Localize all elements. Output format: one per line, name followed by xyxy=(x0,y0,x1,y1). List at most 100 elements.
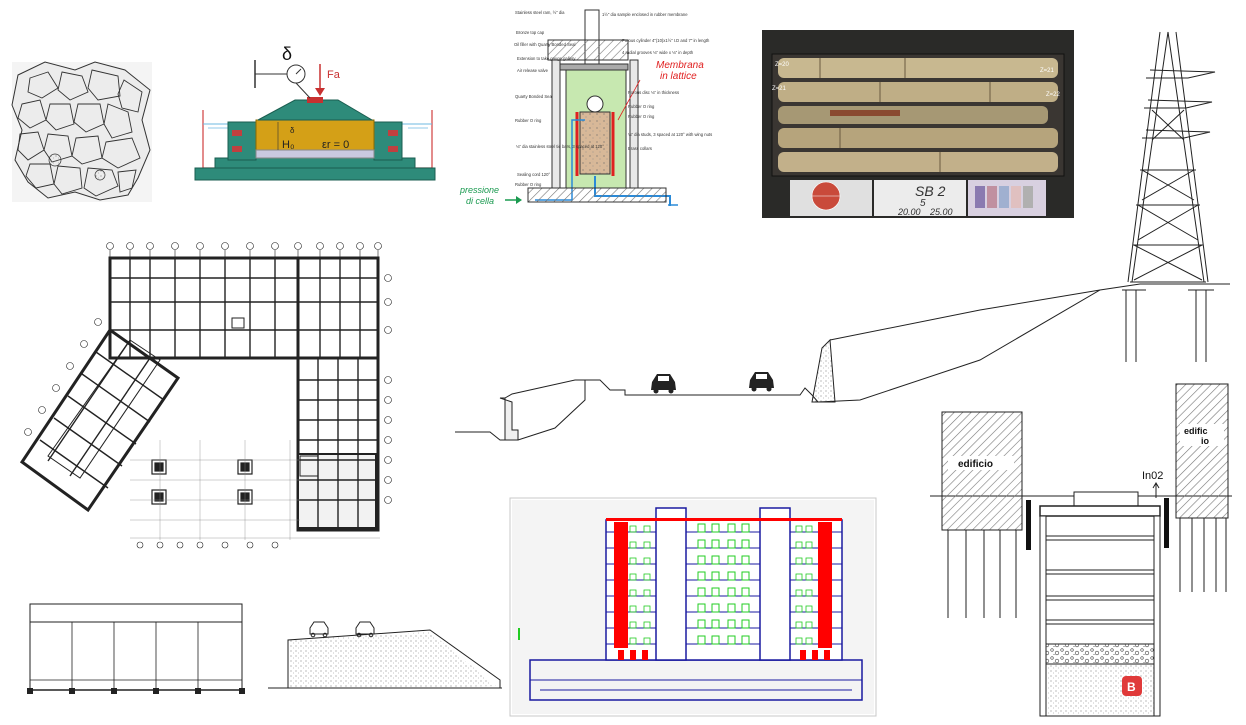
force-label: Fa xyxy=(327,69,341,81)
grid-bubble xyxy=(80,340,88,348)
window xyxy=(805,557,813,565)
grid-bubble xyxy=(384,274,392,282)
triaxial-tech-label: Rubber O ring xyxy=(628,104,655,109)
grid-bubble xyxy=(221,242,229,250)
window xyxy=(795,541,803,549)
grid-bubble xyxy=(384,416,392,424)
window xyxy=(795,605,803,613)
z-label: Z=22 xyxy=(1046,92,1061,98)
car-icon xyxy=(309,621,329,638)
car-icon xyxy=(651,374,676,394)
window xyxy=(643,637,651,645)
triaxial-tech-label: Extension to take gauge gallery xyxy=(517,56,576,61)
window xyxy=(629,573,637,581)
window xyxy=(741,619,750,629)
window xyxy=(697,635,706,645)
z-label: Z=21 xyxy=(1040,68,1055,74)
grid-bubble xyxy=(171,242,179,250)
window xyxy=(795,621,803,629)
grid-bubble xyxy=(196,242,204,250)
window xyxy=(805,589,813,597)
core-box-photo: Z=20 Z=21 Z=21 Z=22 SB 2 5 20.00 25.00 xyxy=(762,30,1074,218)
grid-bubble xyxy=(384,298,392,306)
triaxial-tech-label: Brass collars xyxy=(628,146,652,151)
grid-bubble xyxy=(271,541,279,549)
car-icon xyxy=(749,372,774,392)
window xyxy=(741,571,750,581)
triaxial-tech-label: 1½" dia sample enclosed in rubber membra… xyxy=(602,12,688,17)
window xyxy=(711,523,720,533)
strain-label: εr = 0 xyxy=(322,139,349,151)
grid-bubble xyxy=(384,476,392,484)
plan-gridline xyxy=(67,395,137,445)
window xyxy=(741,587,750,597)
window xyxy=(643,589,651,597)
red-panel xyxy=(630,650,636,660)
window xyxy=(795,637,803,645)
grid-bubble xyxy=(66,362,74,370)
structural-floor-plan xyxy=(19,242,392,549)
badge-b: B xyxy=(1127,680,1136,694)
shed-and-embankment xyxy=(27,603,502,694)
height-label: H₀ xyxy=(282,139,295,151)
building-right-label-2: io xyxy=(1201,436,1210,446)
window xyxy=(795,525,803,533)
triaxial-tech-label: ⅛" dia stainless steel tie bars, 3 space… xyxy=(516,144,604,149)
window xyxy=(643,573,651,581)
grid-bubble xyxy=(106,242,114,250)
plan-gridline xyxy=(69,357,151,477)
triaxial-tech-label: Quarty Bonded Seal xyxy=(515,94,553,99)
window xyxy=(711,635,720,645)
window xyxy=(727,603,736,613)
window xyxy=(629,541,637,549)
pressure-label: pressione di cella xyxy=(459,185,502,206)
grid-bubble xyxy=(384,326,392,334)
grid-bubble xyxy=(384,376,392,384)
grid-bubble xyxy=(271,242,279,250)
inclinometer-label: In02 xyxy=(1142,470,1163,482)
plan-gridline xyxy=(81,373,151,423)
core-rows xyxy=(778,58,1058,172)
membrane-label: Membrana in lattice xyxy=(656,60,707,82)
membrane-line-2: in lattice xyxy=(660,71,697,82)
window xyxy=(643,541,651,549)
grid-bubble xyxy=(94,318,102,326)
grid-bubble xyxy=(52,384,60,392)
pylon-road-section xyxy=(455,31,1230,441)
window xyxy=(629,525,637,533)
triaxial-tech-label: Oil filler with Quarty Bonded Seal xyxy=(514,42,576,47)
window xyxy=(805,525,813,533)
window xyxy=(643,621,651,629)
window xyxy=(741,555,750,565)
window xyxy=(727,555,736,565)
grid-bubble xyxy=(384,496,392,504)
grid-bubble xyxy=(384,456,392,464)
rock-grains-sketch xyxy=(11,61,152,202)
triaxial-tech-label: Porous cylinder 4"(10)x1½" I.D and 7" in… xyxy=(622,38,710,43)
window xyxy=(727,523,736,533)
grid-bubble xyxy=(384,436,392,444)
grid-bubble xyxy=(196,541,204,549)
window xyxy=(711,587,720,597)
window xyxy=(741,603,750,613)
grid-bubble xyxy=(38,406,46,414)
window xyxy=(643,557,651,565)
window xyxy=(711,555,720,565)
building-left-label: edificio xyxy=(958,459,993,470)
window xyxy=(697,603,706,613)
grid-bubble xyxy=(24,428,32,436)
retaining-well-section: edificio edific io xyxy=(930,383,1232,717)
building-right-label-1: edific xyxy=(1184,426,1208,436)
window xyxy=(711,603,720,613)
red-panel xyxy=(812,650,818,660)
grid-bubble xyxy=(316,242,324,250)
window xyxy=(741,635,750,645)
window xyxy=(697,571,706,581)
window xyxy=(727,571,736,581)
window xyxy=(697,587,706,597)
window xyxy=(643,605,651,613)
window xyxy=(697,619,706,629)
window xyxy=(805,605,813,613)
window xyxy=(805,573,813,581)
